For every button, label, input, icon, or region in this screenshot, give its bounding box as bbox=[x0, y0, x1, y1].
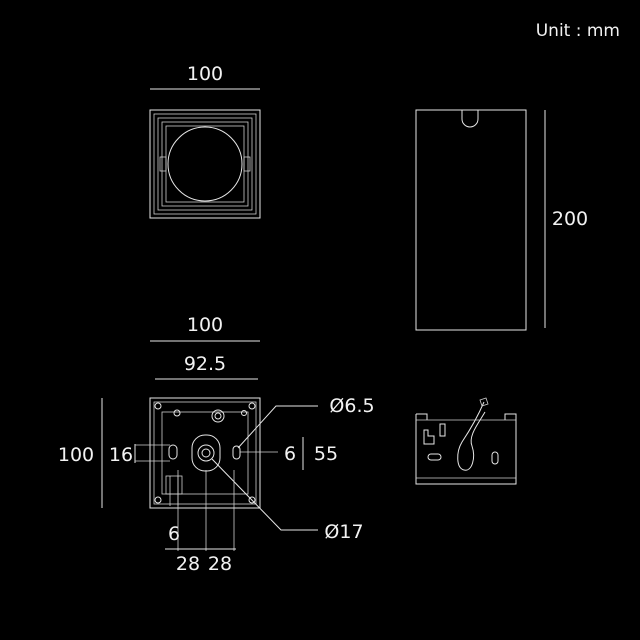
unit-label: Unit : mm bbox=[536, 21, 620, 41]
dim-hole-small: Ø6.5 bbox=[329, 395, 374, 417]
dim-back-inner: 92.5 bbox=[184, 353, 226, 375]
top-aperture bbox=[167, 126, 243, 202]
back-view: 100 92.5 100 16 bbox=[58, 314, 375, 575]
dim-spacing-right: 28 bbox=[208, 553, 232, 575]
dim-top-width: 100 bbox=[187, 63, 223, 85]
dim-height-55: 55 bbox=[314, 443, 338, 465]
side-view: 200 bbox=[415, 109, 588, 331]
dim-back-outer: 100 bbox=[187, 314, 223, 336]
top-view: 100 bbox=[149, 63, 261, 219]
dim-offset-6-right: 6 bbox=[284, 443, 296, 465]
dim-side-height: 200 bbox=[552, 208, 588, 230]
dim-offset-16: 16 bbox=[109, 444, 133, 466]
dim-back-height: 100 bbox=[58, 444, 94, 466]
dim-offset-6-bottom: 6 bbox=[168, 523, 180, 545]
dim-hole-large: Ø17 bbox=[324, 521, 363, 543]
bracket-view bbox=[415, 397, 517, 485]
dim-spacing-left: 28 bbox=[176, 553, 200, 575]
hole-large bbox=[197, 444, 215, 462]
hole-small bbox=[232, 445, 241, 460]
